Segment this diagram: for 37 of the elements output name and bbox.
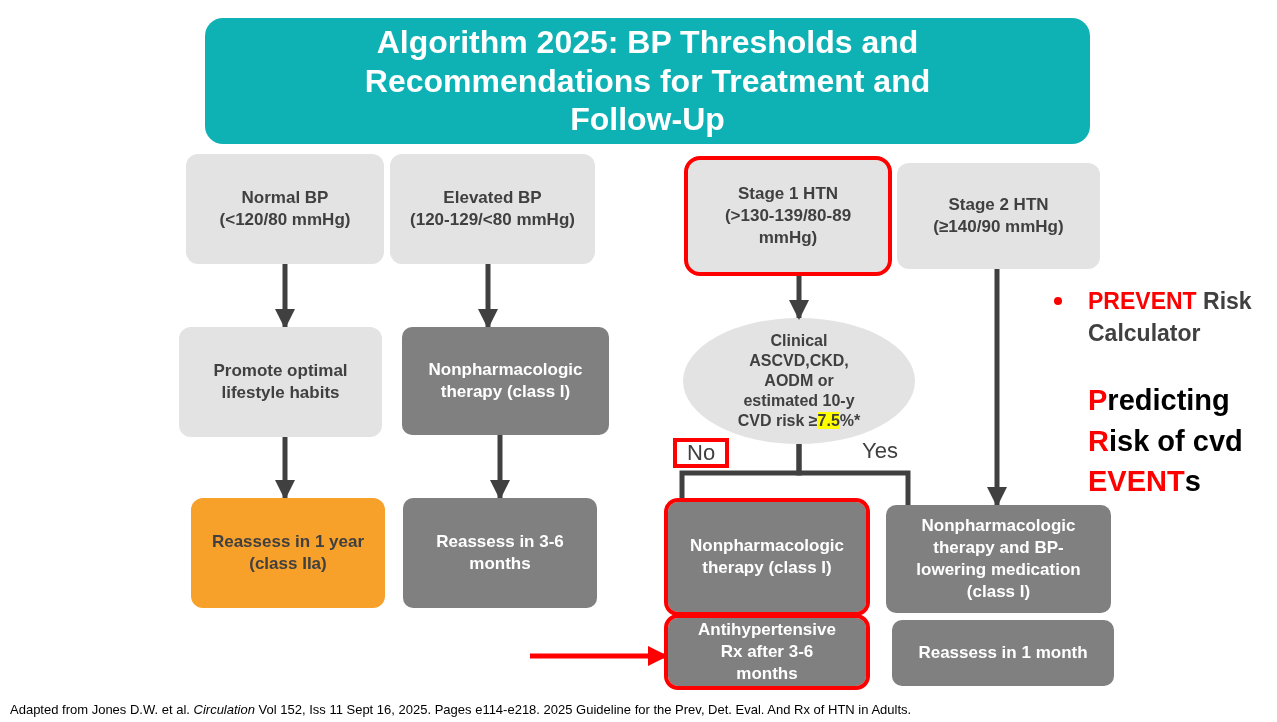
title-banner: Algorithm 2025: BP Thresholds and Recommendations for Treatment and Follow-Up (205, 18, 1090, 144)
note-text: PREVENT Risk Calculator (1088, 287, 1253, 349)
node-text: (>130-139/80-89 mmHg) (723, 204, 853, 250)
node-text: Nonpharmacologic therapy (class I) (689, 534, 845, 579)
node-heading: Stage 1 HTN (737, 182, 839, 205)
note-text: Predicting Risk of cvd EVENTs (1088, 383, 1244, 500)
category-box (186, 154, 384, 264)
process-box (892, 620, 1114, 686)
process-box (191, 498, 385, 608)
node-text: (≥140/90 mmHg) (933, 216, 1064, 238)
category-box (897, 163, 1100, 269)
node-text: Nonpharmacologic therapy and BP-lowering medication (class I) (915, 514, 1082, 604)
node-heading: Stage 2 HTN (948, 193, 1049, 216)
node-text: (120-129/<80 mmHg) (410, 209, 575, 231)
category-box (179, 327, 382, 437)
arrow (275, 264, 295, 329)
node-text: Reassess in 3-6 months (435, 530, 565, 575)
arrow (478, 264, 498, 329)
arrow (275, 437, 295, 500)
node-text: Promote optimal lifestyle habits (212, 359, 349, 404)
process-box (886, 505, 1111, 613)
node-heading: Normal BP (241, 186, 329, 209)
node-text: Reassess in 1 year (class IIa) (211, 530, 365, 575)
connector-line (796, 444, 911, 505)
edge-label: No (673, 438, 730, 469)
decision-ellipse (683, 318, 915, 444)
process-box (403, 498, 597, 608)
node-text: Reassess in 1 month (918, 641, 1088, 664)
node-heading: Elevated BP (443, 186, 542, 209)
caption: Adapted from Jones D.W. et al. Circulation Vol 152, Iss 11 Sept 16, 2025. Pages e114-e218. 2025 Guideline for the Prev, Det. Eval. And Rx of HTN in Adults. (10, 702, 912, 717)
arrow (987, 269, 1007, 507)
node-text: (<120/80 mmHg) (219, 209, 351, 231)
category-box (390, 154, 595, 264)
node-text: Antihypertensive Rx after 3-6 months (697, 618, 837, 686)
process-box (402, 327, 609, 435)
node-text: Nonpharmacologic therapy (class I) (427, 358, 584, 403)
arrow (490, 435, 510, 500)
